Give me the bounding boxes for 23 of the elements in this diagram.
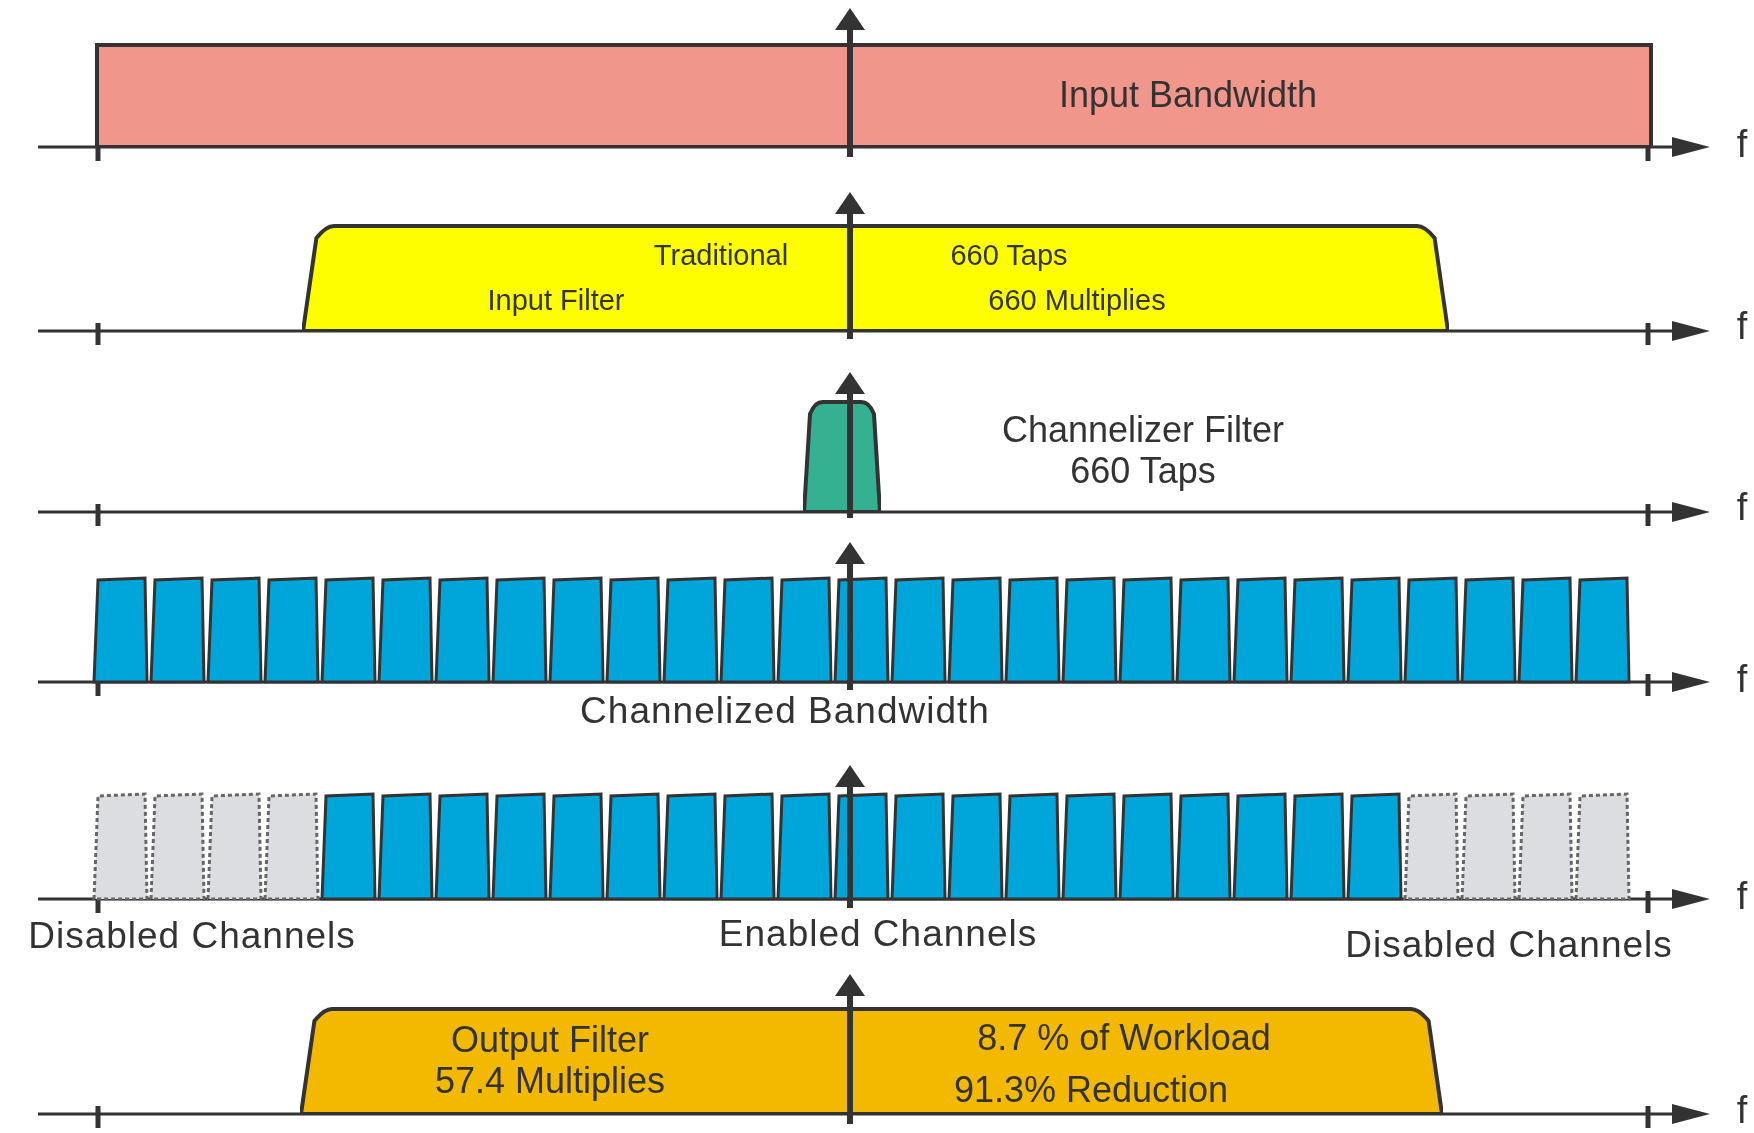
band-label: 8.7 % of Workload xyxy=(977,1017,1271,1059)
channel-label: Channelized Bandwidth xyxy=(580,689,990,733)
axis-label: f xyxy=(1736,305,1748,349)
axis-label: f xyxy=(1736,123,1748,167)
band-label: Traditional xyxy=(653,239,789,273)
filter-band xyxy=(803,400,881,512)
band-label: 660 Multiplies xyxy=(988,284,1166,318)
filter-caption: Channelizer Filter 660 Taps xyxy=(1000,408,1286,492)
channel-label: Enabled Channels xyxy=(718,912,1038,956)
band-label: Input Bandwidth xyxy=(1058,74,1318,116)
filter-band xyxy=(300,1007,1443,1114)
band-label: 91.3% Reduction xyxy=(953,1069,1229,1111)
axis-label: f xyxy=(1736,486,1748,530)
band-label: Input Filter xyxy=(487,284,625,318)
axis-label: f xyxy=(1736,658,1748,702)
axis-label: f xyxy=(1736,1089,1748,1133)
band-label: 660 Taps xyxy=(950,239,1068,273)
channel-label: Disabled Channels xyxy=(28,914,356,958)
axis-label: f xyxy=(1736,875,1748,919)
filter-band xyxy=(302,224,1449,331)
bandwidth-band xyxy=(95,43,1653,147)
band-label: Output Filter 57.4 Multiplies xyxy=(433,1018,667,1102)
channel-label: Disabled Channels xyxy=(1345,923,1673,967)
